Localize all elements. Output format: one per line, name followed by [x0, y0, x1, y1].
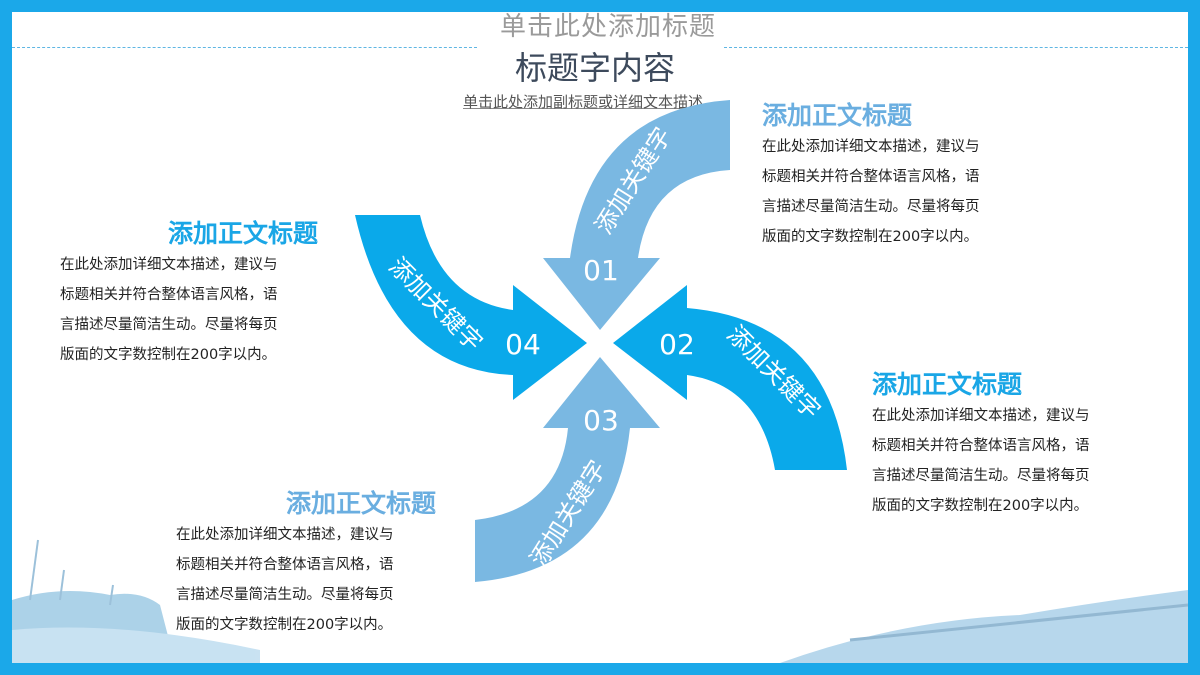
arrow-01[interactable]: 01 添加关键字 [543, 100, 730, 330]
block-line: 在此处添加详细文本描述，建议与 [176, 527, 394, 543]
text-block-2: 添加正文标题 在此处添加详细文本描述，建议与 标题相关并符合整体语言风格，语 言… [872, 369, 1137, 521]
block-line: 标题相关并符合整体语言风格，语 [872, 438, 1090, 454]
block-title[interactable]: 添加正文标题 [167, 219, 318, 248]
block-line: 言描述尽量简洁生动。尽量将每页 [872, 468, 1090, 484]
block-line: 在此处添加详细文本描述，建议与 [60, 257, 278, 273]
block-line: 标题相关并符合整体语言风格，语 [762, 169, 980, 185]
block-title[interactable]: 添加正文标题 [872, 370, 1023, 399]
text-block-3: 添加正文标题 在此处添加详细文本描述，建议与 标题相关并符合整体语言风格，语 言… [176, 488, 441, 640]
block-line: 言描述尽量简洁生动。尽量将每页 [60, 317, 278, 333]
page-subtitle[interactable]: 单击此处添加副标题或详细文本描述 [463, 93, 704, 111]
block-line: 版面的文字数控制在200字以内。 [176, 617, 393, 633]
block-title[interactable]: 添加正文标题 [285, 489, 436, 518]
header-divider-left [12, 47, 477, 48]
block-line: 言描述尽量简洁生动。尽量将每页 [762, 199, 980, 215]
block-line: 标题相关并符合整体语言风格，语 [176, 557, 394, 573]
header-divider-right [724, 47, 1188, 48]
block-line: 在此处添加详细文本描述，建议与 [762, 139, 980, 155]
block-line: 在此处添加详细文本描述，建议与 [872, 408, 1090, 424]
arrow-02[interactable]: 02 添加关键字 [613, 285, 847, 470]
slide: 单击此处添加标题 标题字内容 单击此处添加副标题或详细文本描述 01 添加关键字… [12, 12, 1188, 663]
block-line: 版面的文字数控制在200字以内。 [762, 229, 979, 245]
block-line: 言描述尽量简洁生动。尽量将每页 [176, 587, 394, 603]
arrow-03-number: 03 [583, 404, 619, 437]
block-line: 标题相关并符合整体语言风格，语 [60, 287, 278, 303]
page-title[interactable]: 标题字内容 [515, 49, 676, 87]
text-block-1: 添加正文标题 在此处添加详细文本描述，建议与 标题相关并符合整体语言风格，语 言… [762, 100, 1027, 252]
block-line: 版面的文字数控制在200字以内。 [872, 498, 1089, 514]
landscape-decoration [12, 539, 1188, 663]
arrow-04-number: 04 [505, 328, 541, 361]
text-block-4: 添加正文标题 在此处添加详细文本描述，建议与 标题相关并符合整体语言风格，语 言… [60, 218, 325, 370]
block-line: 版面的文字数控制在200字以内。 [60, 347, 277, 363]
arrow-diagram: 01 添加关键字 02 添加关键字 03 添加关键字 04 添加关键字 [12, 100, 1188, 663]
arrow-03[interactable]: 03 添加关键字 [475, 357, 660, 582]
placeholder-title[interactable]: 单击此处添加标题 [500, 12, 717, 42]
arrow-01-number: 01 [583, 254, 619, 287]
arrow-02-number: 02 [659, 328, 695, 361]
arrow-04[interactable]: 04 添加关键字 [355, 215, 587, 400]
block-title[interactable]: 添加正文标题 [762, 101, 913, 130]
